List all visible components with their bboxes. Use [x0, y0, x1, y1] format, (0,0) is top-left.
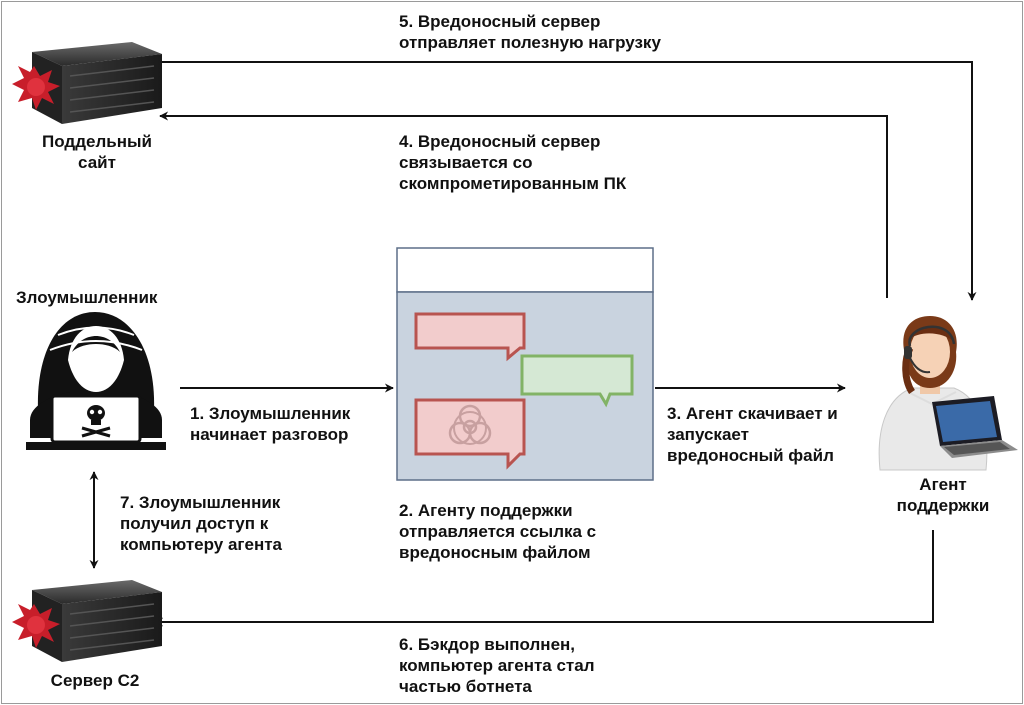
attacker-label: Злоумышленник [16, 288, 158, 307]
step-6-line: 6. Бэкдор выполнен, [399, 635, 576, 654]
chat-bubble-red-1 [414, 312, 526, 362]
step-5-line: отправляет полезную нагрузку [399, 33, 661, 52]
hacker-icon [26, 312, 166, 450]
step-2-line: отправляется ссылка с [399, 522, 597, 541]
step-3-line: запускает [667, 425, 749, 444]
step-2-line: 2. Агенту поддержки [399, 501, 573, 520]
c2-server-label: Сервер C2 [50, 671, 140, 690]
chat-window [396, 247, 654, 481]
arrow-step4-connect [159, 111, 888, 298]
biohazard-icon [448, 404, 492, 445]
fake-site-label: Поддельный сайт [22, 131, 172, 173]
step-1-line: начинает разговор [190, 425, 349, 444]
support-agent-icon [878, 316, 1018, 471]
step-1-line: 1. Злоумышленник [190, 404, 351, 423]
step-7-label: 7. Злоумышленник получил доступ к компью… [120, 492, 282, 555]
step-4-line: 4. Вредоносный сервер [399, 132, 601, 151]
step-6-label: 6. Бэкдор выполнен, компьютер агента ста… [399, 634, 595, 697]
step-3-line: 3. Агент скачивает и [667, 404, 838, 423]
step-6-line: частью ботнета [399, 677, 532, 696]
step-4-line: скомпрометированным ПК [399, 174, 627, 193]
step-5-label: 5. Вредоносный сервер отправляет полезну… [399, 11, 661, 53]
agent-label: Агент поддержки [868, 474, 1018, 516]
step-7-line: компьютеру агента [120, 535, 282, 554]
connectors [89, 61, 977, 627]
step-7-line: получил доступ к [120, 514, 269, 533]
c2-server-icon [12, 580, 162, 662]
agent-label-line: Агент [919, 475, 967, 494]
step-2-line: вредоносным файлом [399, 543, 591, 562]
step-4-line: связывается со [399, 153, 533, 172]
chat-bubble-green [520, 354, 634, 408]
step-3-line: вредоносный файл [667, 446, 834, 465]
step-1-label: 1. Злоумышленник начинает разговор [190, 403, 350, 445]
fake-site-label-line: Поддельный [42, 132, 152, 151]
step-4-label: 4. Вредоносный сервер связывается со ско… [399, 131, 626, 194]
step-5-line: 5. Вредоносный сервер [399, 12, 601, 31]
step-2-label: 2. Агенту поддержки отправляется ссылка … [399, 500, 596, 563]
agent-label-line: поддержки [896, 496, 990, 515]
step-3-label: 3. Агент скачивает и запускает вредоносн… [667, 403, 838, 466]
chat-bubble-red-malware [414, 398, 526, 470]
arrow-step6-botnet [154, 530, 934, 627]
fake-site-server-icon [12, 42, 162, 124]
fake-site-label-line: сайт [78, 153, 116, 172]
arrow-step5-payload [150, 61, 977, 301]
step-6-line: компьютер агента стал [399, 656, 595, 675]
step-7-line: 7. Злоумышленник [120, 493, 281, 512]
